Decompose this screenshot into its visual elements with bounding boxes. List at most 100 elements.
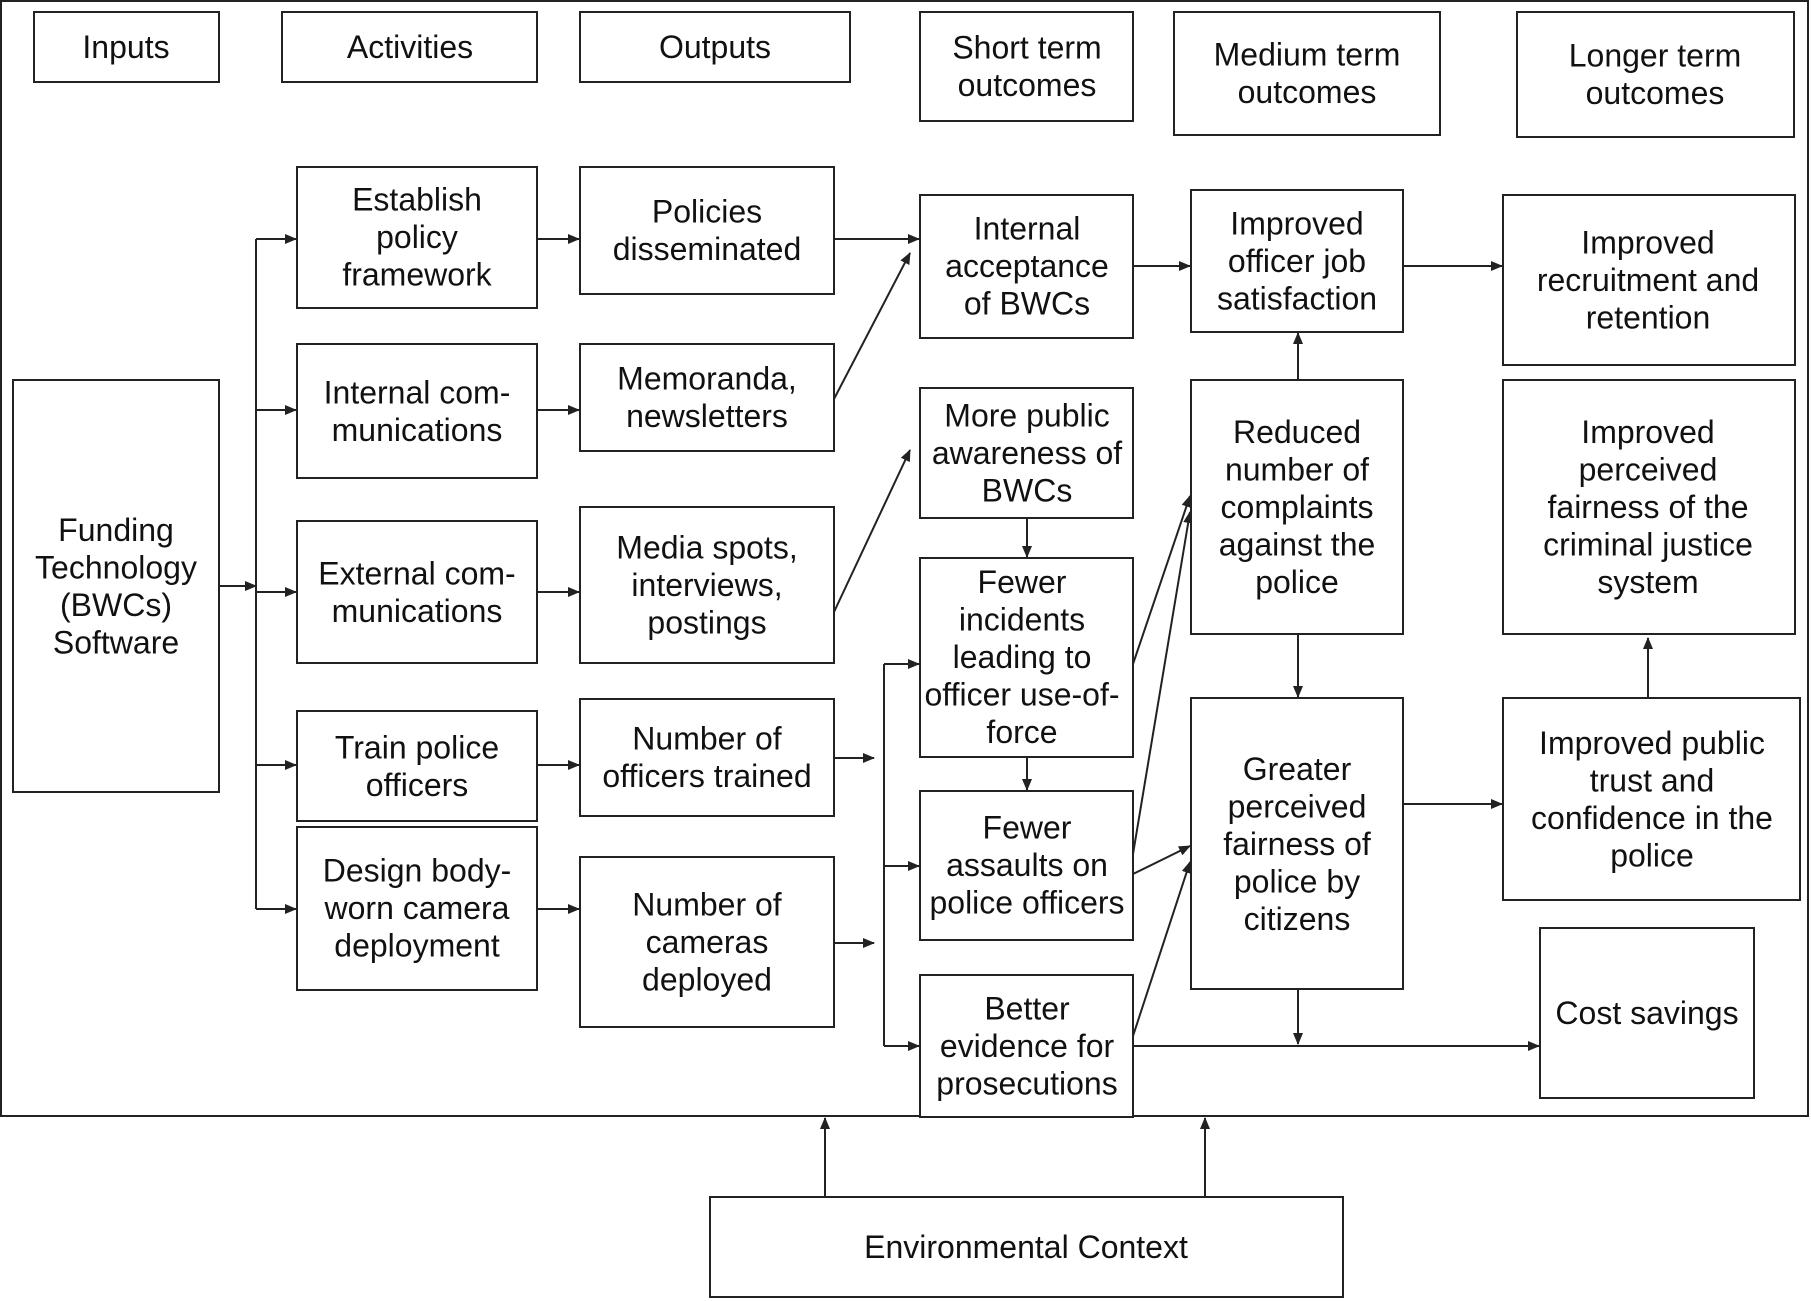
node-fewer-incidents-line: officer use-of-: [924, 677, 1119, 713]
header-h-short-line: Short term: [952, 29, 1101, 65]
box-external-comm: [296, 520, 538, 664]
box-train-officers: [296, 710, 538, 822]
node-internal-comm-line: munications: [332, 412, 503, 448]
header-box-medium-term: [1173, 11, 1441, 136]
node-reduced-complaints-line: complaints: [1221, 489, 1374, 525]
node-better-evidence-line: prosecutions: [936, 1066, 1117, 1102]
node-recruitment-line: Improved: [1581, 225, 1714, 261]
node-cameras-deployed-line: cameras: [646, 924, 769, 960]
header-h-activities-label: Activities: [347, 29, 473, 65]
node-design-deployment-line: Design body-: [323, 853, 512, 889]
node-internal-comm-label: Internal com-munications: [324, 374, 511, 448]
node-funding-line: Funding: [58, 512, 174, 548]
node-justice-fairness-line: system: [1597, 564, 1698, 600]
box-media-spots: [579, 506, 835, 664]
header-h-activities-line: Activities: [347, 29, 473, 65]
header-h-longer-line: Longer term: [1569, 37, 1742, 73]
node-justice-fairness-line: fairness of the: [1548, 489, 1749, 525]
header-box-inputs: [33, 11, 220, 83]
node-reduced-complaints-line: against the: [1219, 527, 1376, 563]
node-external-comm-label: External com-munications: [318, 555, 515, 629]
header-box-short-term: [919, 11, 1134, 122]
node-policies-disseminated-line: disseminated: [613, 231, 802, 267]
node-memoranda-line: newsletters: [626, 398, 788, 434]
node-media-spots-line: Media spots,: [616, 530, 797, 566]
node-job-satisfaction-line: satisfaction: [1217, 281, 1377, 317]
assaults-to-fairness-connector: [1132, 845, 1191, 875]
node-job-satisfaction-line: Improved: [1230, 206, 1363, 242]
node-memoranda-label: Memoranda,newsletters: [617, 360, 797, 434]
node-media-spots-line: interviews,: [631, 567, 782, 603]
node-public-trust-line: confidence in the: [1531, 800, 1773, 836]
node-cost-savings-line: Cost savings: [1555, 995, 1738, 1031]
node-fewer-incidents-line: leading to: [953, 639, 1092, 675]
box-environmental-context: [709, 1196, 1344, 1298]
node-boxes: [12, 166, 1801, 1298]
header-h-longer-line: outcomes: [1586, 75, 1725, 111]
node-cost-savings-label: Cost savings: [1555, 995, 1738, 1031]
node-fewer-assaults-line: Fewer: [983, 810, 1072, 846]
node-better-evidence-line: Better: [984, 991, 1070, 1027]
box-fewer-assaults: [919, 790, 1134, 941]
box-reduced-complaints: [1190, 379, 1404, 635]
box-policies-disseminated: [579, 166, 835, 295]
node-design-deployment-line: worn camera: [324, 890, 510, 926]
node-public-trust-line: trust and: [1590, 762, 1715, 798]
box-memoranda: [579, 343, 835, 452]
box-establish-policy: [296, 166, 538, 309]
box-job-satisfaction: [1190, 189, 1404, 333]
box-better-evidence: [919, 974, 1134, 1118]
node-public-trust-line: Improved public: [1539, 725, 1765, 761]
node-fewer-incidents-line: force: [986, 714, 1057, 750]
box-officers-trained: [579, 698, 835, 817]
box-public-awareness: [919, 387, 1134, 519]
node-greater-fairness-line: perceived: [1228, 789, 1367, 825]
node-internal-acceptance-line: acceptance: [945, 248, 1109, 284]
header-box-outputs: [579, 11, 851, 83]
header-box-longer-term: [1516, 11, 1795, 138]
node-reduced-complaints-line: number of: [1225, 452, 1369, 488]
header-boxes: [33, 11, 1795, 138]
node-fewer-assaults-line: assaults on: [946, 847, 1108, 883]
node-fewer-incidents-line: incidents: [959, 602, 1085, 638]
header-h-outputs-line: Outputs: [659, 29, 771, 65]
box-fewer-incidents: [919, 557, 1134, 758]
node-justice-fairness-line: Improved: [1581, 414, 1714, 450]
memoranda-to-acceptance-connector: [833, 252, 911, 400]
node-train-officers-line: officers: [366, 767, 469, 803]
node-internal-acceptance-line: Internal: [974, 211, 1081, 247]
node-officers-trained-line: officers trained: [602, 758, 811, 794]
node-reduced-complaints-line: police: [1255, 564, 1339, 600]
node-establish-policy-line: Establish: [352, 182, 482, 218]
assaults-to-complaints-connector: [1132, 511, 1194, 855]
box-cost-savings: [1539, 927, 1755, 1099]
node-media-spots-line: postings: [647, 605, 766, 641]
node-greater-fairness-line: citizens: [1244, 901, 1351, 937]
node-officers-trained-line: Number of: [632, 720, 782, 756]
outer-frame: [0, 0, 1809, 1117]
node-funding-line: (BWCs): [60, 587, 172, 623]
node-justice-fairness-line: perceived: [1579, 452, 1718, 488]
box-cameras-deployed: [579, 856, 835, 1028]
header-h-outputs-label: Outputs: [659, 29, 771, 65]
header-h-inputs-label: Inputs: [82, 29, 169, 65]
node-public-awareness-line: awareness of: [932, 435, 1122, 471]
connectors: [219, 234, 1653, 1197]
node-train-officers-line: Train police: [335, 729, 499, 765]
node-memoranda-line: Memoranda,: [617, 360, 797, 396]
node-recruitment-line: recruitment and: [1537, 262, 1759, 298]
node-funding-line: Software: [53, 624, 179, 660]
box-funding: [12, 379, 220, 793]
